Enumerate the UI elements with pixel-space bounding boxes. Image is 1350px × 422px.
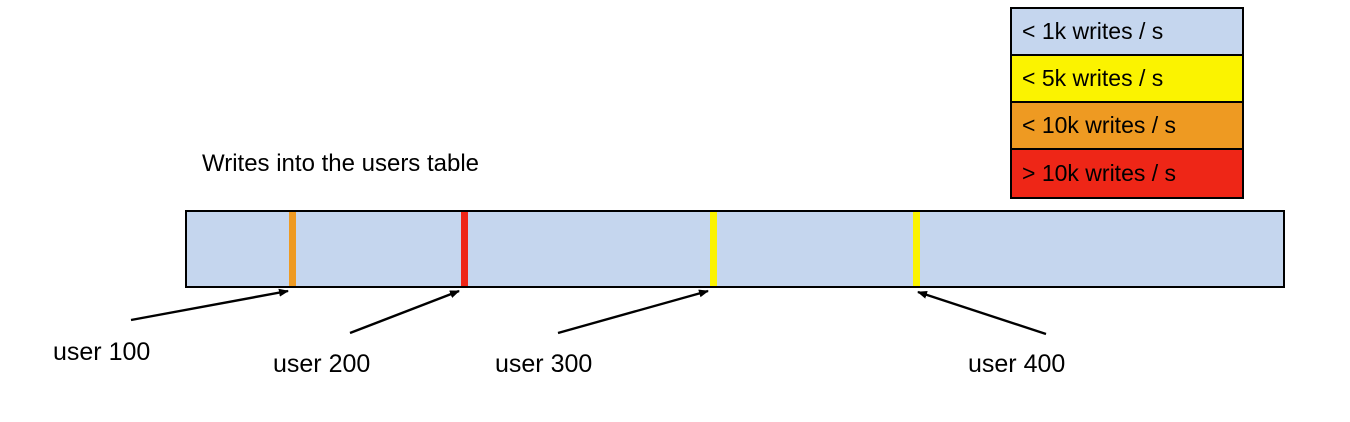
legend-row-lt-5k: < 5k writes / s — [1012, 56, 1242, 103]
legend-row-lt-10k: < 10k writes / s — [1012, 103, 1242, 150]
arrow-user-200 — [349, 289, 460, 335]
label-user-100: user 100 — [53, 338, 151, 366]
marker-stripe-user-200 — [461, 212, 468, 286]
users-table-bar — [185, 210, 1285, 288]
legend-label-lt-10k: < 10k writes / s — [1022, 112, 1177, 138]
label-user-300: user 300 — [495, 350, 593, 378]
legend-label-gt-10k: > 10k writes / s — [1022, 160, 1177, 186]
arrow-user-100 — [130, 288, 289, 322]
legend: < 1k writes / s < 5k writes / s < 10k wr… — [1010, 7, 1244, 199]
legend-label-lt-5k: < 5k writes / s — [1022, 65, 1164, 91]
label-user-200: user 200 — [273, 350, 371, 378]
arrow-user-300 — [557, 289, 709, 335]
marker-stripe-user-300 — [710, 212, 717, 286]
arrow-user-400 — [917, 290, 1047, 336]
chart-title: Writes into the users table — [202, 150, 480, 177]
marker-stripe-user-100 — [289, 212, 296, 286]
legend-row-gt-10k: > 10k writes / s — [1012, 150, 1242, 197]
legend-label-lt-1k: < 1k writes / s — [1022, 18, 1164, 44]
legend-row-lt-1k: < 1k writes / s — [1012, 9, 1242, 56]
label-user-400: user 400 — [968, 350, 1066, 378]
marker-stripe-user-400 — [913, 212, 920, 286]
